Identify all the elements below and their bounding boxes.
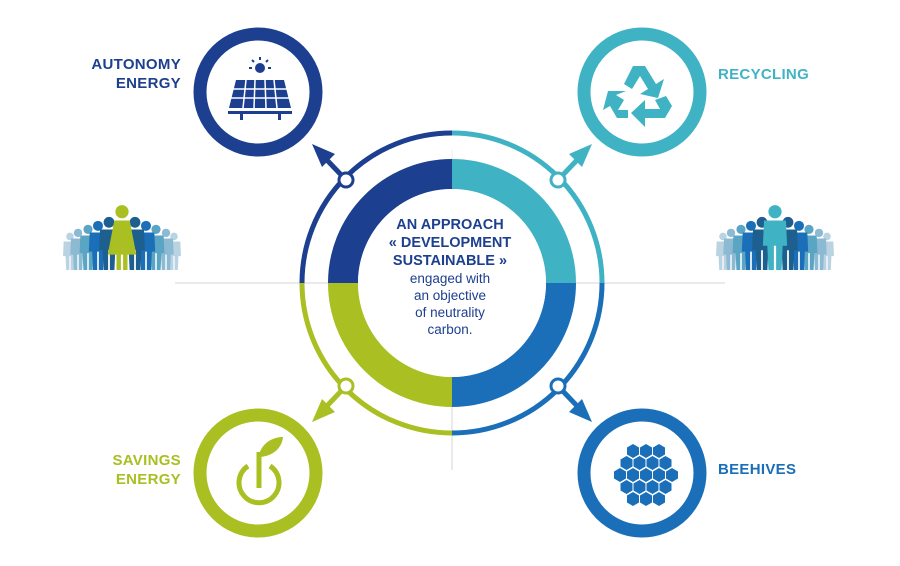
label-savings-energy: SAVINGS ENERGY xyxy=(60,451,181,489)
arrow-savings xyxy=(312,377,355,422)
center-text: AN APPROACH « DEVELOPMENT SUSTAINABLE » … xyxy=(370,216,530,338)
recycle-icon xyxy=(603,66,672,127)
plant-power-icon xyxy=(236,437,283,506)
center-body-line: of neutrality xyxy=(415,305,485,320)
honeycomb-icon xyxy=(614,444,678,506)
person-figure xyxy=(107,205,137,270)
label-line: RECYCLING xyxy=(718,66,810,83)
center-title-line: AN APPROACH xyxy=(396,217,504,233)
arrow-beehives xyxy=(549,377,592,422)
label-line: ENERGY xyxy=(115,75,181,92)
person-figure xyxy=(762,205,788,270)
label-beehives: BEEHIVES xyxy=(718,460,858,479)
people-group-right-icon xyxy=(716,205,834,270)
label-line: SAVINGS xyxy=(112,452,181,469)
solar-panel-icon xyxy=(228,57,292,120)
center-body-line: carbon. xyxy=(427,322,473,337)
label-line: AUTONOMY xyxy=(91,56,181,73)
node-recycling xyxy=(577,27,707,157)
node-autonomy xyxy=(193,27,323,157)
people-group-left-icon xyxy=(63,205,181,270)
label-autonomy-energy: AUTONOMY ENERGY xyxy=(60,55,181,93)
arrow-recycling xyxy=(549,144,592,189)
label-line: BEEHIVES xyxy=(718,461,797,478)
center-title-line: SUSTAINABLE » xyxy=(392,253,508,269)
node-savings xyxy=(193,408,323,538)
center-title-line: « DEVELOPMENT xyxy=(388,235,512,251)
node-beehives xyxy=(577,408,707,538)
inner-donut xyxy=(328,159,576,407)
center-body-line: an objective xyxy=(413,288,487,303)
label-line: ENERGY xyxy=(115,471,181,488)
center-circle xyxy=(358,189,546,377)
center-body-line: engaged with xyxy=(409,271,491,286)
arrow-autonomy xyxy=(312,144,355,189)
label-recycling: RECYCLING xyxy=(718,65,858,84)
